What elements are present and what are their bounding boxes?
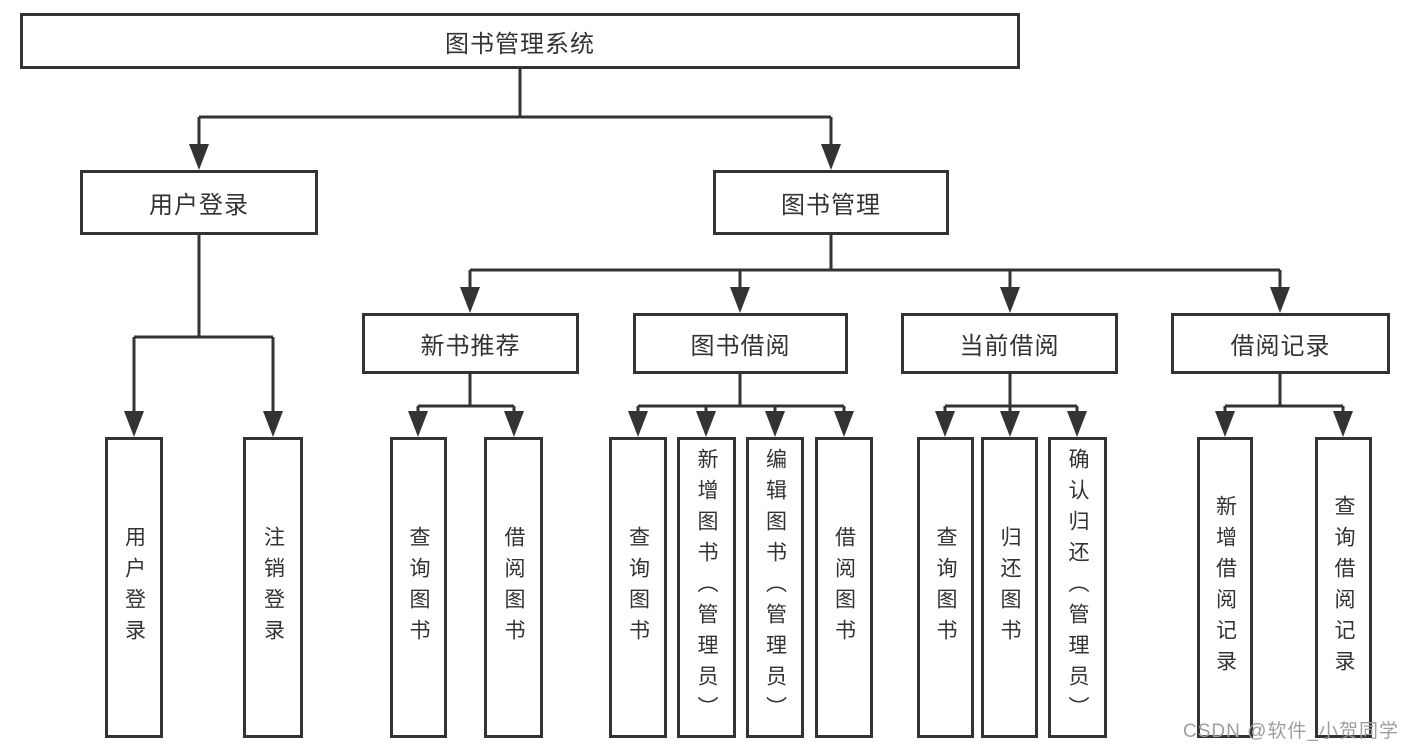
node-new-book-rec-label: 新书推荐: [420, 333, 521, 360]
node-current-borrow: 当前借阅: [901, 313, 1118, 374]
connector-user-login-to-leaves: [124, 235, 283, 437]
connector-new-book-rec-to-leaves: [408, 374, 524, 437]
node-bb-add: 新增图书（管理员）: [677, 437, 736, 738]
node-borrow-records: 借阅记录: [1171, 313, 1390, 374]
node-br-add-label: 新增借阅记录: [1213, 494, 1237, 681]
node-book-borrow: 图书借阅: [633, 313, 848, 374]
node-bb-query: 查询图书: [609, 437, 667, 738]
node-cb-return-label: 归还图书: [998, 525, 1021, 650]
node-leaf-logout-label: 注销登录: [261, 525, 285, 650]
node-br-query-label: 查询借阅记录: [1332, 494, 1355, 681]
node-book-borrow-label: 图书借阅: [690, 333, 791, 360]
node-leaf-user-login: 用户登录: [105, 437, 163, 738]
connector-book-mgmt-to-level3: [460, 235, 1290, 313]
node-nb-query: 查询图书: [390, 437, 447, 738]
node-user-login-label: 用户登录: [149, 192, 249, 219]
connector-borrow-records-to-leaves: [1215, 374, 1353, 437]
node-book-mgmt: 图书管理: [713, 170, 949, 235]
node-borrow-records-label: 借阅记录: [1230, 333, 1331, 360]
node-current-borrow-label: 当前借阅: [959, 333, 1060, 360]
node-nb-query-label: 查询图书: [407, 525, 430, 650]
node-cb-query-label: 查询图书: [934, 525, 957, 650]
node-book-mgmt-label: 图书管理: [781, 192, 881, 219]
connector-current-borrow-to-leaves: [935, 374, 1087, 437]
node-bb-edit-label: 编辑图书（管理员）: [763, 448, 787, 727]
node-cb-query: 查询图书: [917, 437, 974, 738]
node-bb-borrow: 借阅图书: [815, 437, 873, 738]
node-leaf-logout: 注销登录: [243, 437, 303, 738]
connector-book-borrow-to-leaves: [628, 374, 854, 437]
node-nb-borrow: 借阅图书: [484, 437, 543, 738]
node-cb-confirm: 确认归还（管理员）: [1048, 437, 1107, 738]
connector-root-to-level2: [189, 69, 841, 170]
node-bb-edit: 编辑图书（管理员）: [746, 437, 804, 738]
node-bb-query-label: 查询图书: [626, 525, 650, 650]
node-user-login: 用户登录: [80, 170, 318, 235]
node-bb-borrow-label: 借阅图书: [832, 525, 856, 650]
node-bb-add-label: 新增图书（管理员）: [695, 448, 718, 727]
node-nb-borrow-label: 借阅图书: [502, 525, 525, 650]
node-root-label: 图书管理系统: [445, 30, 595, 58]
node-root: 图书管理系统: [20, 13, 1020, 69]
node-cb-confirm-label: 确认归还（管理员）: [1066, 448, 1089, 727]
node-new-book-rec: 新书推荐: [362, 313, 579, 374]
node-cb-return: 归还图书: [981, 437, 1038, 738]
node-br-add: 新增借阅记录: [1197, 437, 1253, 738]
node-br-query: 查询借阅记录: [1315, 437, 1372, 738]
node-leaf-user-login-label: 用户登录: [122, 525, 146, 650]
